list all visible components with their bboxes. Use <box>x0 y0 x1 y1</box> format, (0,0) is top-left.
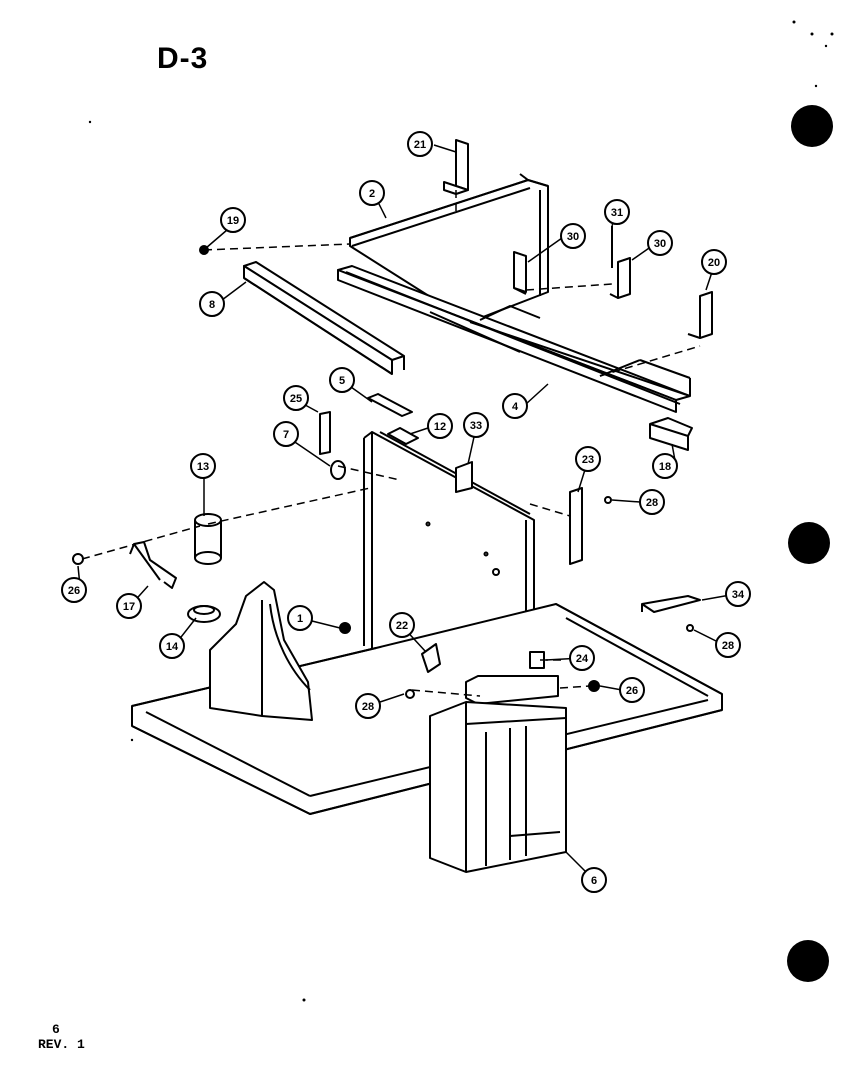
callout-23: 23 <box>575 446 601 472</box>
callout-20-label: 20 <box>708 257 720 269</box>
box-part-6 <box>429 675 567 873</box>
top-channel-part-2 <box>349 173 549 323</box>
callout-19-label: 19 <box>227 215 239 227</box>
bracket-part-21 <box>443 139 469 195</box>
side-rail-part-8 <box>243 261 405 375</box>
clip-part-22 <box>421 643 441 673</box>
callout-30b-label: 30 <box>654 238 666 250</box>
callout-22-label: 22 <box>396 620 408 632</box>
bracket-part-34 <box>641 595 701 613</box>
bracket-part-17 <box>129 541 177 589</box>
callout-7-label: 7 <box>283 429 289 441</box>
callouts: 21 2 19 8 30 31 30 20 4 5 25 12 33 7 18 … <box>61 131 751 893</box>
callout-19: 19 <box>220 207 246 233</box>
callout-12: 12 <box>427 413 453 439</box>
callout-28a-label: 28 <box>362 701 374 713</box>
bracket-part-30b <box>609 257 631 299</box>
grommet-part-1 <box>339 622 351 634</box>
callout-28c: 28 <box>639 489 665 515</box>
callout-21: 21 <box>407 131 433 157</box>
callout-25: 25 <box>283 385 309 411</box>
callout-26a: 26 <box>61 577 87 603</box>
binder-hole-bottom <box>787 940 829 982</box>
callout-24: 24 <box>569 645 595 671</box>
callout-26b: 26 <box>619 677 645 703</box>
bracket-part-20 <box>687 291 713 339</box>
callout-2: 2 <box>359 180 385 206</box>
callout-6-label: 6 <box>591 875 597 887</box>
page-number: 6 <box>52 1022 60 1037</box>
revision-label: REV. 1 <box>38 1037 85 1052</box>
callout-30b: 30 <box>647 230 673 256</box>
callout-28b-label: 28 <box>722 640 734 652</box>
grommet-part-26b <box>588 680 600 692</box>
callout-34: 34 <box>725 581 751 607</box>
callout-26a-label: 26 <box>68 585 80 597</box>
shroud-cutaway <box>209 581 313 721</box>
callout-6: 6 <box>581 867 607 893</box>
callout-18: 18 <box>652 453 678 479</box>
callout-5-label: 5 <box>339 375 345 387</box>
bracket-part-33 <box>455 461 473 493</box>
screw-part-28a <box>405 689 415 699</box>
callout-34-label: 34 <box>732 589 745 601</box>
callout-30a-label: 30 <box>567 231 579 243</box>
callout-28b: 28 <box>715 632 741 658</box>
capacitor-part-13 <box>194 513 222 565</box>
callout-12-label: 12 <box>434 421 446 433</box>
callout-18-label: 18 <box>659 461 671 473</box>
callout-17-label: 17 <box>123 601 135 613</box>
clip-part-12 <box>387 427 419 445</box>
callout-7: 7 <box>273 421 299 447</box>
callout-30a: 30 <box>560 223 586 249</box>
scan-specks <box>88 20 834 1002</box>
callout-4: 4 <box>502 393 528 419</box>
callout-31-label: 31 <box>611 207 623 219</box>
callout-5: 5 <box>329 367 355 393</box>
screw-part-28b <box>686 624 694 632</box>
callout-33-label: 33 <box>470 420 482 432</box>
screw-part-26a <box>72 553 84 565</box>
bracket-part-30a <box>513 251 527 295</box>
callout-8-label: 8 <box>209 299 215 311</box>
callout-13-label: 13 <box>197 461 209 473</box>
callout-4-label: 4 <box>512 401 519 413</box>
strap-part-14 <box>187 605 221 623</box>
page-title: D-3 <box>157 42 209 75</box>
callout-24-label: 24 <box>576 653 589 665</box>
callout-22: 22 <box>389 612 415 638</box>
callout-1-label: 1 <box>297 613 303 625</box>
callout-33: 33 <box>463 412 489 438</box>
callout-26b-label: 26 <box>626 685 638 697</box>
page-footer: 6 REV. 1 <box>38 1022 85 1052</box>
screw-part-28c <box>604 496 612 504</box>
end-bracket-part-18 <box>649 417 693 451</box>
binder-hole-middle <box>788 522 830 564</box>
callout-14: 14 <box>159 633 185 659</box>
strip-part-25 <box>319 411 331 455</box>
callout-8: 8 <box>199 291 225 317</box>
callout-23-label: 23 <box>582 454 594 466</box>
long-rail-part-4 <box>337 265 691 413</box>
callout-31: 31 <box>604 199 630 225</box>
callout-21-label: 21 <box>414 139 426 151</box>
callout-28a: 28 <box>355 693 381 719</box>
callout-28c-label: 28 <box>646 497 658 509</box>
callout-17: 17 <box>116 593 142 619</box>
clip-part-7 <box>330 460 346 480</box>
callout-1: 1 <box>287 605 313 631</box>
callout-13: 13 <box>190 453 216 479</box>
callout-14-label: 14 <box>166 641 179 653</box>
callout-25-label: 25 <box>290 393 302 405</box>
callout-20: 20 <box>701 249 727 275</box>
callout-2-label: 2 <box>369 188 375 200</box>
strip-part-23 <box>569 487 583 565</box>
binder-hole-top <box>791 105 833 147</box>
small-bracket-part-5 <box>367 393 413 417</box>
